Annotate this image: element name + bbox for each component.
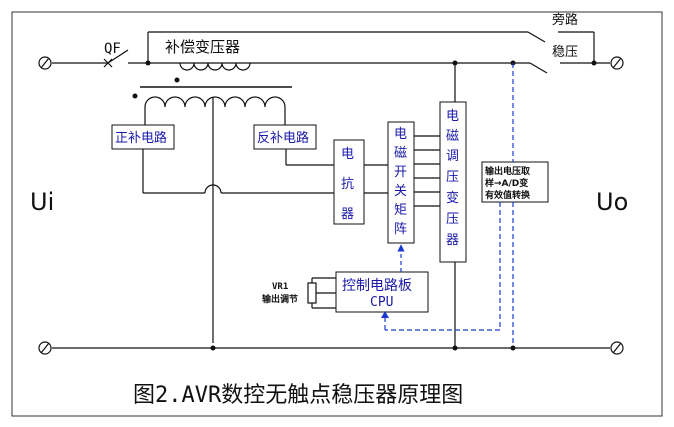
comp-transformer-label: 补偿变压器 [165, 38, 240, 56]
control-board-label: 控制电路板 [342, 278, 412, 294]
top-bus [52, 31, 610, 74]
vr1-label: VR1 [272, 282, 288, 292]
vr1-caption: 输出调节 [262, 293, 298, 305]
em-switch-char-3: 关 [394, 184, 407, 199]
matrix-taps [414, 135, 440, 207]
comp-wiring [142, 149, 334, 194]
reactor-char-1: 抗 [341, 177, 354, 192]
output-voltage-label: Uo [596, 188, 628, 216]
qf-label: QF [104, 41, 121, 57]
terminal-in-bottom [38, 341, 52, 355]
em-reg-char-4: 变 [446, 190, 459, 206]
vr1-potentiometer [307, 277, 336, 309]
sampling-line-1: 样→A/D变 [485, 177, 528, 189]
em-switch-char-4: 矩 [394, 203, 407, 218]
sampling-line-2: 有效值转换 [485, 189, 531, 201]
bottom-bus-nodes [210, 345, 516, 351]
neg-comp-label: 反补电路 [257, 130, 309, 146]
stabilize-label: 稳压 [552, 44, 578, 60]
em-reg-char-3: 压 [446, 170, 459, 185]
reactor-to-matrix [364, 164, 388, 194]
sampling-line-0: 输出电压取 [485, 165, 531, 177]
em-reg-char-1: 磁 [446, 129, 459, 144]
pos-comp-box [111, 124, 175, 150]
em-switch-box [387, 121, 415, 244]
transformer-secondary [179, 62, 251, 71]
polarity-dot-2 [132, 93, 138, 99]
outer-border [11, 11, 663, 417]
pos-comp-label: 正补电路 [115, 130, 167, 146]
em-reg-char-2: 调 [446, 149, 459, 164]
em-switch-char-0: 电 [394, 127, 407, 142]
em-reg-char-0: 电 [446, 109, 459, 124]
em-switch-char-1: 磁 [394, 146, 407, 161]
qf-switch-mark [103, 58, 113, 68]
em-reg-char-5: 压 [446, 212, 459, 227]
transformer-primary [144, 96, 286, 343]
neg-comp-box [253, 124, 317, 150]
reactor-char-2: 器 [341, 207, 354, 222]
cpu-label: CPU [370, 295, 393, 310]
polarity-dot-1 [174, 77, 180, 83]
em-reg-char-6: 器 [446, 233, 459, 248]
em-switch-char-2: 开 [394, 165, 407, 180]
em-regulator-box [439, 101, 467, 263]
terminal-out-bottom [610, 341, 624, 355]
control-board-box [335, 271, 429, 313]
reactor-char-0: 电 [341, 147, 354, 162]
sampling-signal-lines [384, 63, 514, 348]
terminal-in-top [38, 56, 52, 70]
figure-caption: 图2.AVR数控无触点稳压器原理图 [133, 383, 463, 408]
input-voltage-label: Ui [30, 188, 54, 216]
em-switch-char-5: 阵 [394, 222, 407, 237]
cpu-input-arrow [381, 311, 389, 318]
reactor-box [333, 139, 365, 225]
bypass-label: 旁路 [552, 12, 578, 28]
terminal-out-top [610, 56, 624, 70]
sampling-box [481, 161, 549, 203]
